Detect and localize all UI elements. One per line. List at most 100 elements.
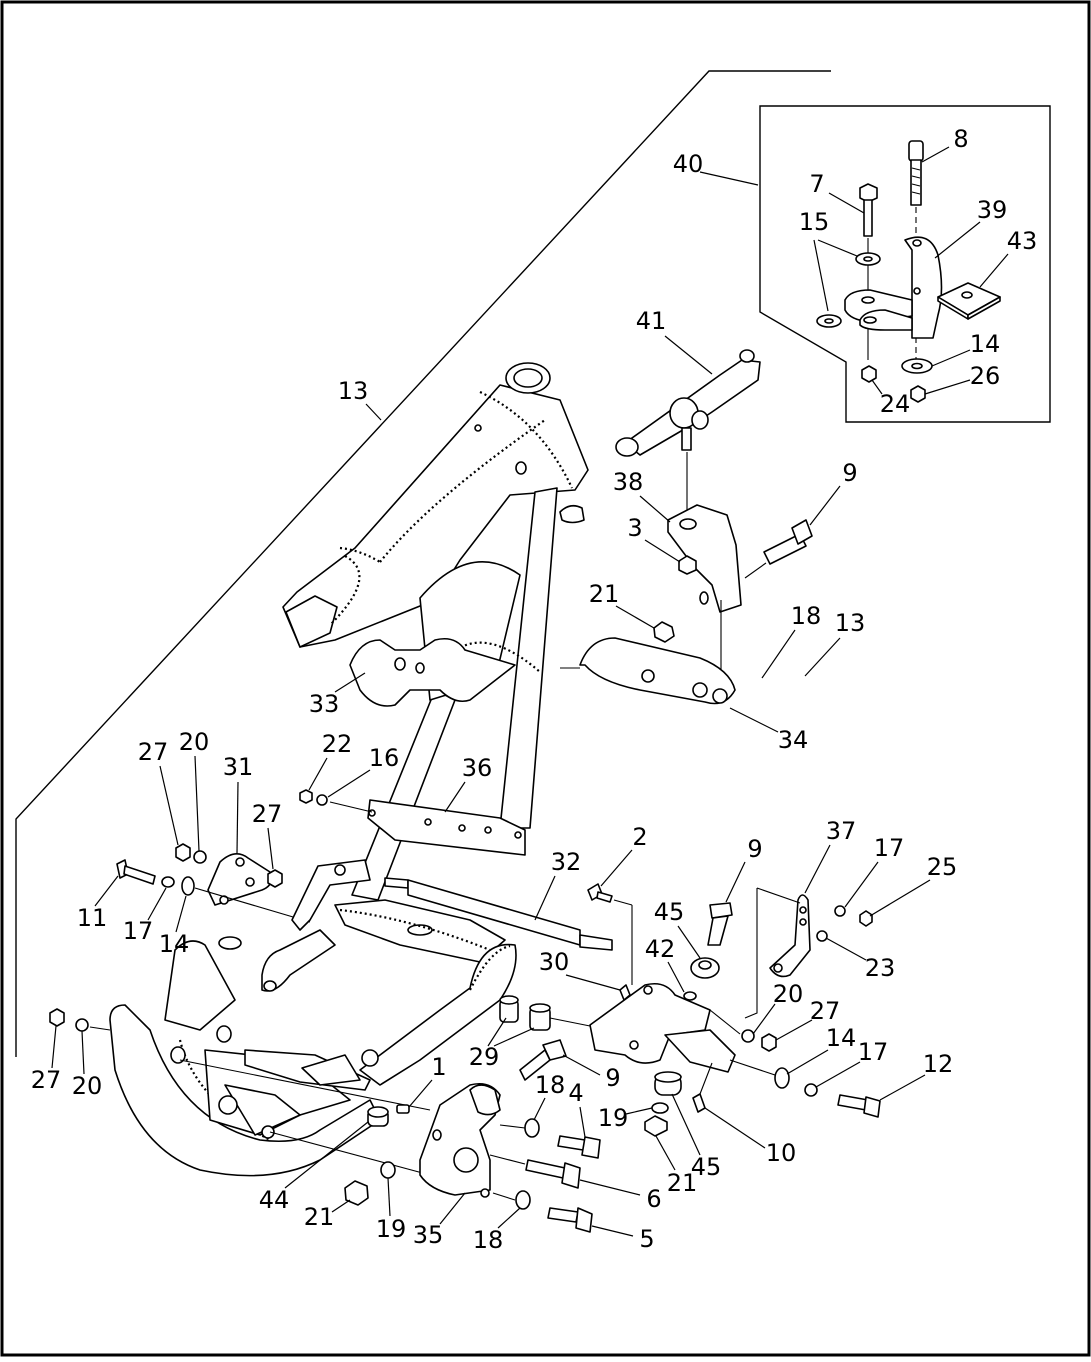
callout-20a: 20 xyxy=(179,728,210,756)
bracket-38 xyxy=(653,504,742,690)
callout-11: 11 xyxy=(77,904,108,932)
callout-41: 41 xyxy=(636,307,667,335)
leader-line-21a xyxy=(615,605,655,629)
leader-line-13a xyxy=(365,403,382,421)
callout-21a: 21 xyxy=(589,580,620,608)
leader-line-17a xyxy=(844,861,879,908)
callout-45b: 45 xyxy=(691,1153,722,1181)
callout-24: 24 xyxy=(880,390,911,418)
leader-line-9a xyxy=(809,485,841,526)
callout-9c: 9 xyxy=(605,1064,620,1092)
leader-line-15b xyxy=(813,239,829,312)
callout-labels: 13 40 8 7 39 15 43 14 26 24 41 38 9 3 21… xyxy=(31,125,1038,1254)
callout-35: 35 xyxy=(413,1221,444,1249)
callout-20b: 20 xyxy=(773,980,804,1008)
leader-line-26 xyxy=(924,379,971,395)
callout-18c: 18 xyxy=(473,1226,504,1254)
leader-line-12 xyxy=(879,1074,926,1101)
callout-26: 26 xyxy=(970,362,1001,390)
leader-line-42 xyxy=(667,961,685,993)
leader-line-14c xyxy=(786,1049,829,1075)
callout-27b: 27 xyxy=(252,800,283,828)
callout-12: 12 xyxy=(923,1050,954,1078)
callout-9a: 9 xyxy=(842,459,857,487)
leader-line-17c xyxy=(815,1061,861,1088)
callout-29: 29 xyxy=(469,1043,500,1071)
callout-36: 36 xyxy=(462,754,493,782)
leader-line-11 xyxy=(94,875,119,907)
main-frame xyxy=(109,362,736,1177)
callout-13a: 13 xyxy=(338,377,369,405)
leader-line-45a xyxy=(677,925,701,959)
leader-line-29b xyxy=(493,1027,535,1047)
leader-line-35 xyxy=(439,1192,466,1225)
callout-14a: 14 xyxy=(970,330,1001,358)
callout-32: 32 xyxy=(551,848,582,876)
callout-2: 2 xyxy=(632,823,647,851)
callout-19a: 19 xyxy=(598,1104,629,1132)
callout-37: 37 xyxy=(826,817,857,845)
leader-line-18c xyxy=(497,1207,521,1229)
callout-18b: 18 xyxy=(535,1071,566,1099)
leader-line-34 xyxy=(729,707,779,733)
callout-42: 42 xyxy=(645,935,676,963)
callout-18a: 18 xyxy=(791,602,822,630)
leader-line-22 xyxy=(308,757,328,791)
callout-34: 34 xyxy=(778,726,809,754)
callout-39: 39 xyxy=(977,196,1008,224)
leader-line-1 xyxy=(408,1079,433,1108)
leader-line-33 xyxy=(334,672,366,693)
leader-line-10 xyxy=(704,1107,766,1149)
callout-6: 6 xyxy=(646,1185,661,1213)
callout-44: 44 xyxy=(259,1186,290,1214)
left-hardware xyxy=(49,789,431,1176)
callout-16: 16 xyxy=(369,744,400,772)
callout-10: 10 xyxy=(766,1139,797,1167)
rear-hardware xyxy=(344,877,881,1233)
callout-19b: 19 xyxy=(376,1215,407,1243)
leader-line-40 xyxy=(699,171,759,186)
leader-line-7 xyxy=(828,192,865,214)
leader-line-4 xyxy=(579,1106,586,1138)
leader-line-15 xyxy=(817,239,858,257)
callout-14c: 14 xyxy=(826,1024,857,1052)
leader-line-30 xyxy=(565,974,621,991)
callout-45a: 45 xyxy=(654,898,685,926)
leader-line-21b xyxy=(655,1135,676,1171)
inset-box xyxy=(759,105,1051,423)
leader-line-16 xyxy=(327,769,371,798)
leader-lines xyxy=(51,146,1009,1237)
callout-1: 1 xyxy=(431,1053,446,1081)
leader-line-8 xyxy=(921,146,950,163)
callout-30: 30 xyxy=(539,948,570,976)
leader-line-19a xyxy=(625,1107,653,1115)
leader-line-14a xyxy=(931,349,971,367)
leader-line-20b xyxy=(752,1003,776,1035)
callout-4: 4 xyxy=(568,1079,583,1107)
leader-line-29 xyxy=(487,1017,507,1047)
callout-38: 38 xyxy=(613,468,644,496)
assembly-bracket-line xyxy=(15,70,831,1057)
callout-15: 15 xyxy=(799,208,830,236)
callout-23: 23 xyxy=(865,954,896,982)
leader-line-25 xyxy=(869,879,931,917)
leader-line-20c xyxy=(81,1030,85,1075)
callout-33: 33 xyxy=(309,690,340,718)
callout-21c: 21 xyxy=(304,1203,335,1231)
leader-line-5 xyxy=(591,1225,634,1237)
callout-17c: 17 xyxy=(858,1038,889,1066)
leader-line-3 xyxy=(644,539,681,563)
leader-line-31 xyxy=(236,781,239,854)
callout-40: 40 xyxy=(673,150,704,178)
callout-27c: 27 xyxy=(810,997,841,1025)
leader-line-27b xyxy=(267,827,274,870)
callout-21b: 21 xyxy=(667,1169,698,1197)
leader-line-45b xyxy=(671,1093,701,1156)
steering-damper xyxy=(615,349,761,520)
leader-line-36 xyxy=(444,781,466,813)
callout-7: 7 xyxy=(809,170,824,198)
leader-line-39 xyxy=(934,221,981,259)
leader-line-13b xyxy=(804,637,841,677)
leader-line-20a xyxy=(194,755,200,852)
